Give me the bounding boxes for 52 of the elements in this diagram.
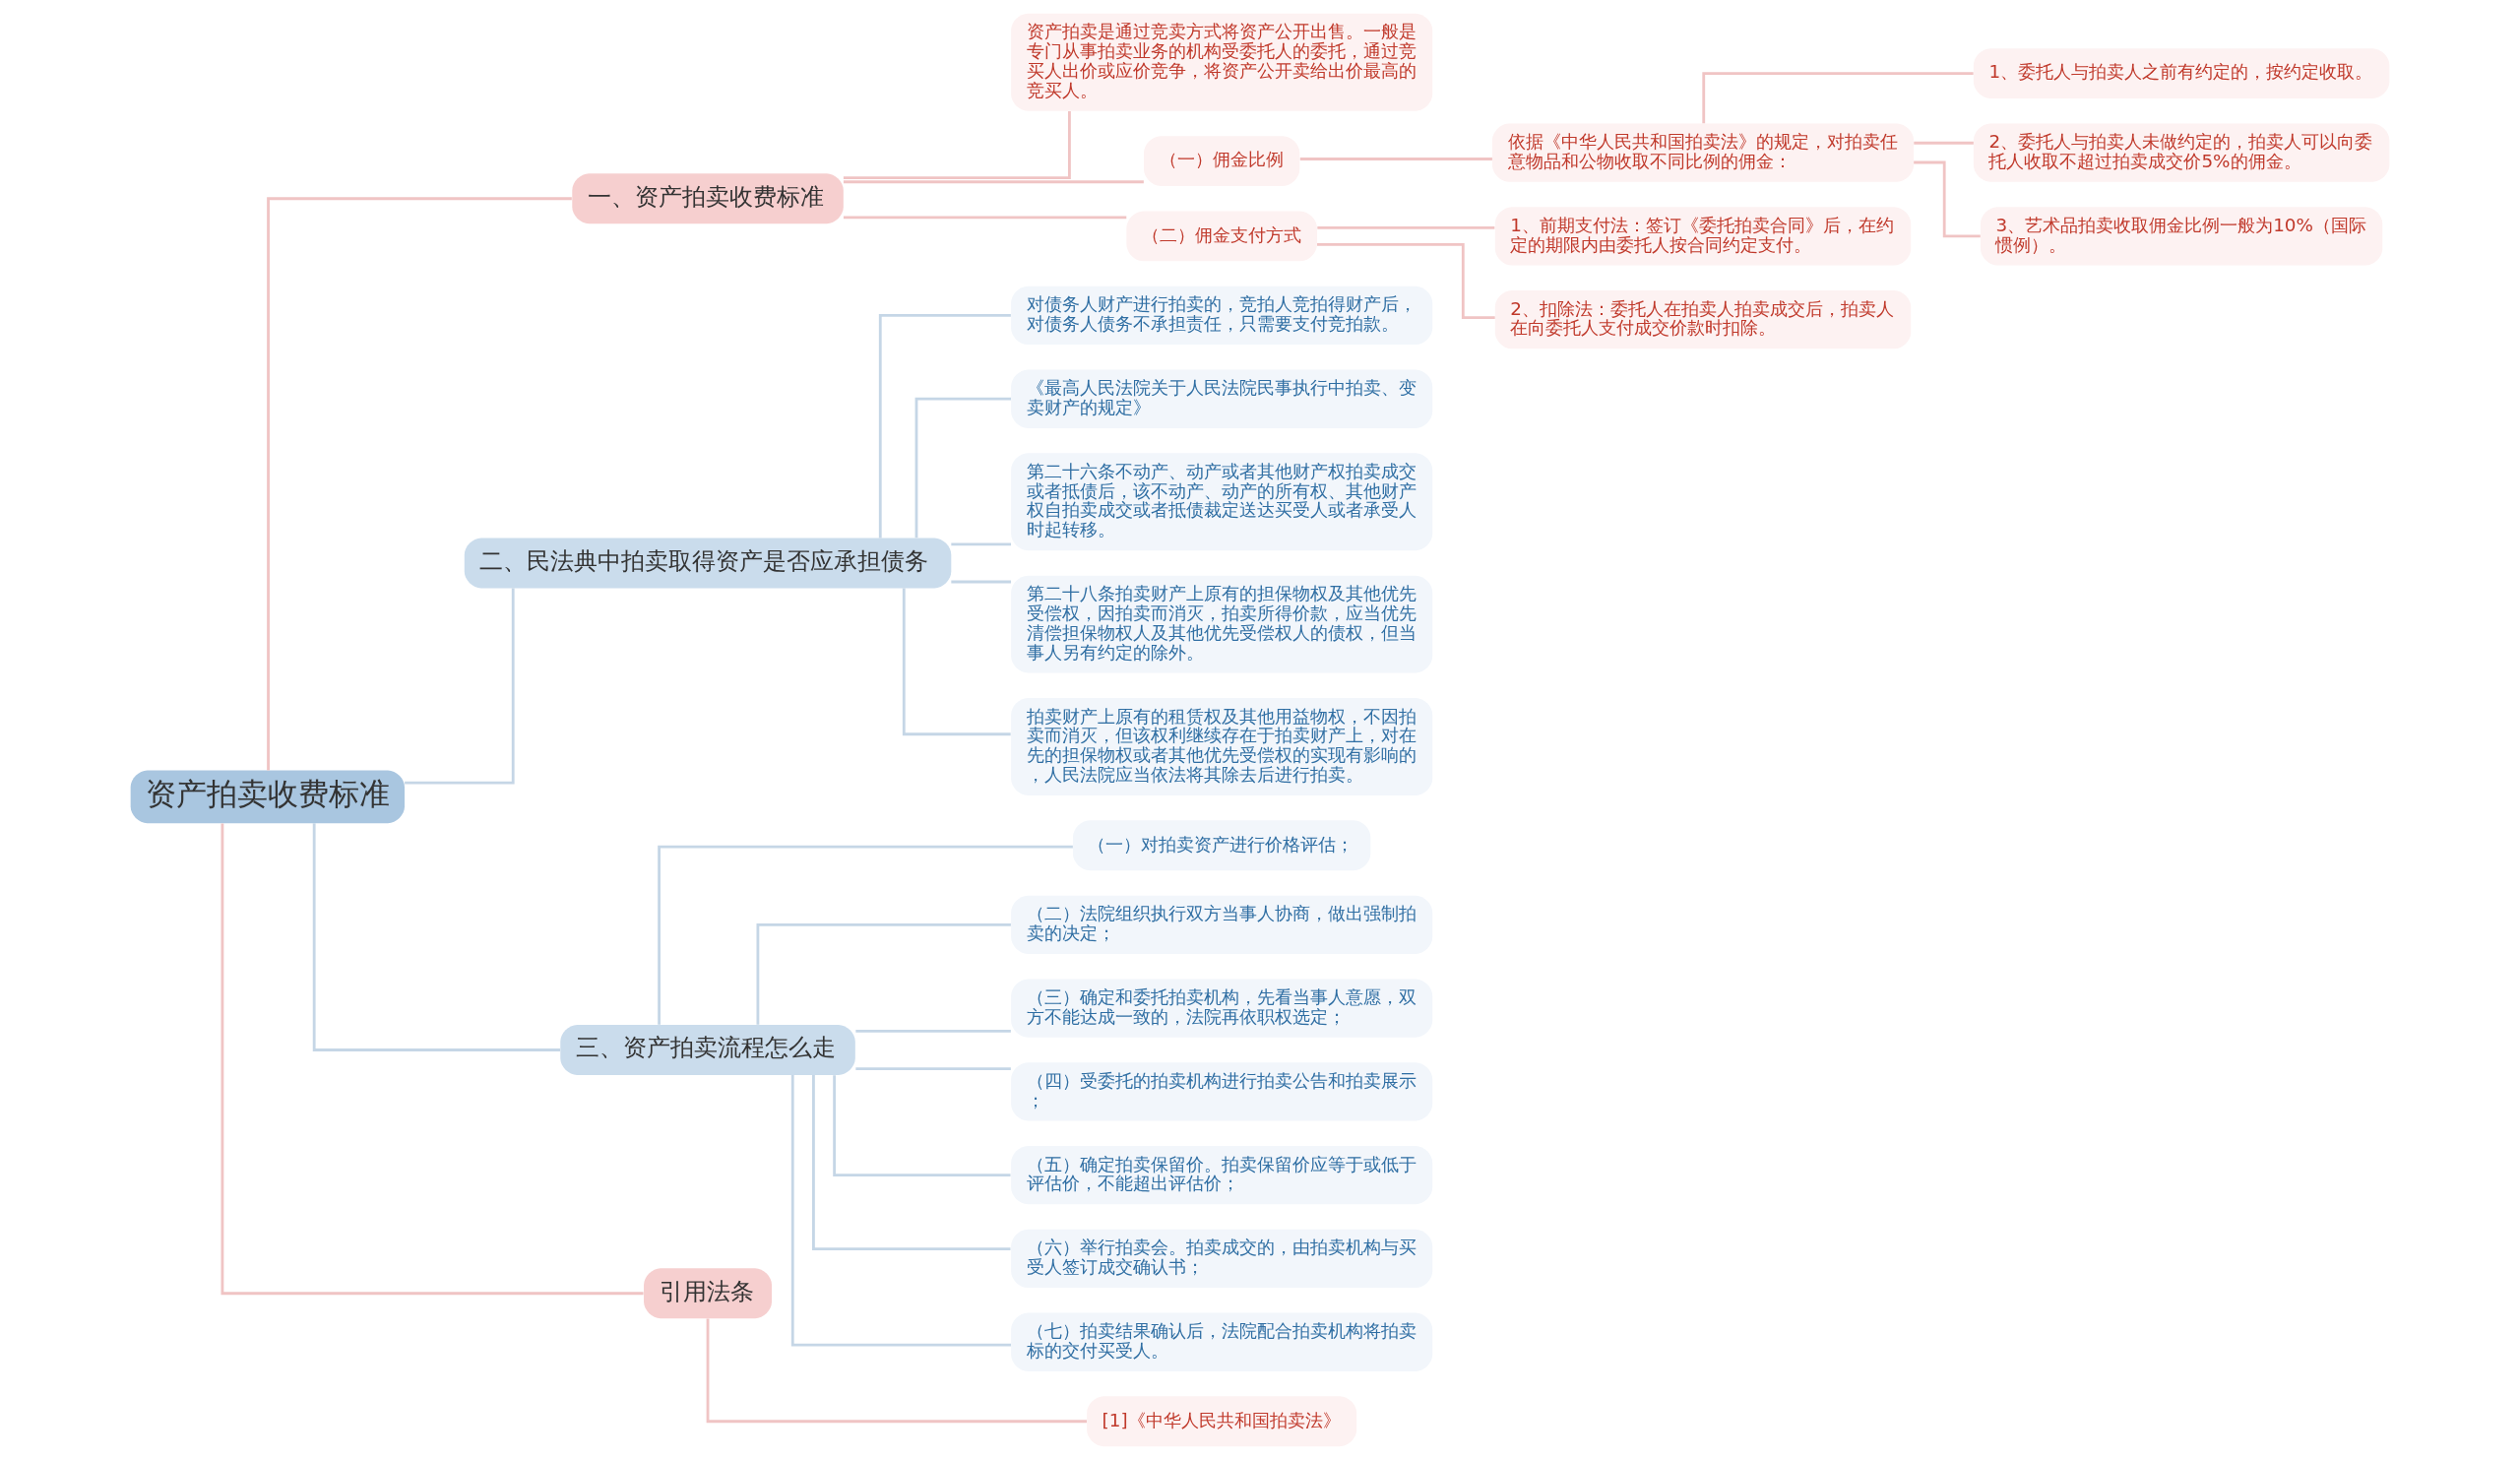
connector xyxy=(658,845,1073,1025)
connector xyxy=(1914,141,1974,145)
node-box: （六）举行拍卖会。拍卖成交的，由拍卖机构与买受人签订成交确认书； xyxy=(1011,1229,1433,1289)
node-box: 资产拍卖收费标准 xyxy=(130,770,405,824)
connector xyxy=(312,823,560,1051)
node-box: 一、资产拍卖收费标准 xyxy=(572,173,844,224)
connector xyxy=(812,1075,1011,1250)
connector xyxy=(220,823,644,1296)
node-box: （五）确定拍卖保留价。拍卖保留价应等于或低于评估价，不能超出评估价； xyxy=(1011,1146,1433,1205)
connector xyxy=(914,397,1011,539)
connector xyxy=(843,216,1127,220)
connector xyxy=(1299,158,1492,160)
node-box: 《最高人民法院关于人民法院民事执行中拍卖、变卖财产的规定》 xyxy=(1011,369,1433,428)
connector xyxy=(843,180,1144,184)
connector xyxy=(1317,226,1495,229)
node-box: （四）受委托的拍卖机构进行拍卖公告和拍卖展示； xyxy=(1011,1062,1433,1121)
connector xyxy=(902,588,1011,736)
node-box: （二）法院组织执行双方当事人协商，做出强制拍卖的决定； xyxy=(1011,895,1433,954)
node-box: 对债务人财产进行拍卖的，竞拍人竞拍得财产后，对债务人债务不承担责任，只需要支付竞拍款。 xyxy=(1011,286,1433,346)
connector xyxy=(951,542,1012,546)
connector xyxy=(790,1075,1011,1347)
node-box: 二、民法典中拍卖取得资产是否应承担债务 xyxy=(464,538,952,589)
connector xyxy=(1702,72,1974,124)
node-box: 1、前期支付法：签订《委托拍卖合同》后，在约定的期限内由委托人按合同约定支付。 xyxy=(1494,207,1912,266)
connector xyxy=(855,1067,1011,1070)
connector xyxy=(267,197,572,771)
node-box: （一）佣金比例 xyxy=(1144,136,1300,186)
connector xyxy=(843,111,1071,179)
node-box: 第二十六条不动产、动产或者其他财产权拍卖成交或者抵债后，该不动产、动产的所有权、其他财产权自拍卖成交或者抵债裁定送达买受人或者承受人时起转移。 xyxy=(1011,453,1433,551)
node-box: 资产拍卖是通过竞卖方式将资产公开出售。一般是专门从事拍卖业务的机构受委托人的委托，通过竞买人出价或应价竞争，将资产公开卖给出价最高的竞买人。 xyxy=(1011,13,1433,111)
node-box: 三、资产拍卖流程怎么走 xyxy=(560,1025,855,1075)
node-box: （三）确定和委托拍卖机构，先看当事人意愿，双方不能达成一致的，法院再依职权选定； xyxy=(1011,979,1433,1038)
node-box: 依据《中华人民共和国拍卖法》的规定，对拍卖任意物品和公物收取不同比例的佣金： xyxy=(1491,123,1915,182)
node-box: （七）拍卖结果确认后，法院配合拍卖机构将拍卖标的交付买受人。 xyxy=(1011,1312,1433,1371)
connector xyxy=(951,580,1012,584)
connector xyxy=(1914,160,1981,238)
node-box: 2、委托人与拍卖人未做约定的，拍卖人可以向委托人收取不超过拍卖成交价5%的佣金。 xyxy=(1973,123,2390,182)
node-box: 2、扣除法：委托人在拍卖人拍卖成交后，拍卖人在向委托人支付成交价款时扣除。 xyxy=(1494,290,1912,349)
connector xyxy=(706,1318,1087,1424)
node-box: 第二十八条拍卖财产上原有的担保物权及其他优先受偿权，因拍卖而消灭，拍卖所得价款，应当优先清偿担保物权人及其他优先受偿权人的债权，但当事人另有约定的除外。 xyxy=(1011,575,1433,673)
node-box: （一）对拍卖资产进行价格评估； xyxy=(1072,820,1371,871)
connector xyxy=(855,1030,1011,1033)
node-box: （二）佣金支付方式 xyxy=(1126,211,1317,262)
node-box: 1、委托人与拍卖人之前有约定的，按约定收取。 xyxy=(1973,48,2390,98)
node-box: 引用法条 xyxy=(644,1268,773,1319)
node-box: [1]《中华人民共和国拍卖法》 xyxy=(1087,1396,1357,1447)
connector xyxy=(405,588,515,785)
node-box: 拍卖财产上原有的租赁权及其他用益物权，不因拍卖而消灭，但该权利继续存在于拍卖财产上，对在先的担保物权或者其他优先受偿权的实现有影响的，人民法院应当依法将其除去后进行拍卖。 xyxy=(1011,698,1433,795)
node-box: 3、艺术品拍卖收取佣金比例一般为10%（国际惯例）。 xyxy=(1980,207,2383,266)
connector xyxy=(756,922,1011,1025)
connector xyxy=(833,1075,1011,1177)
connector xyxy=(878,314,1011,539)
